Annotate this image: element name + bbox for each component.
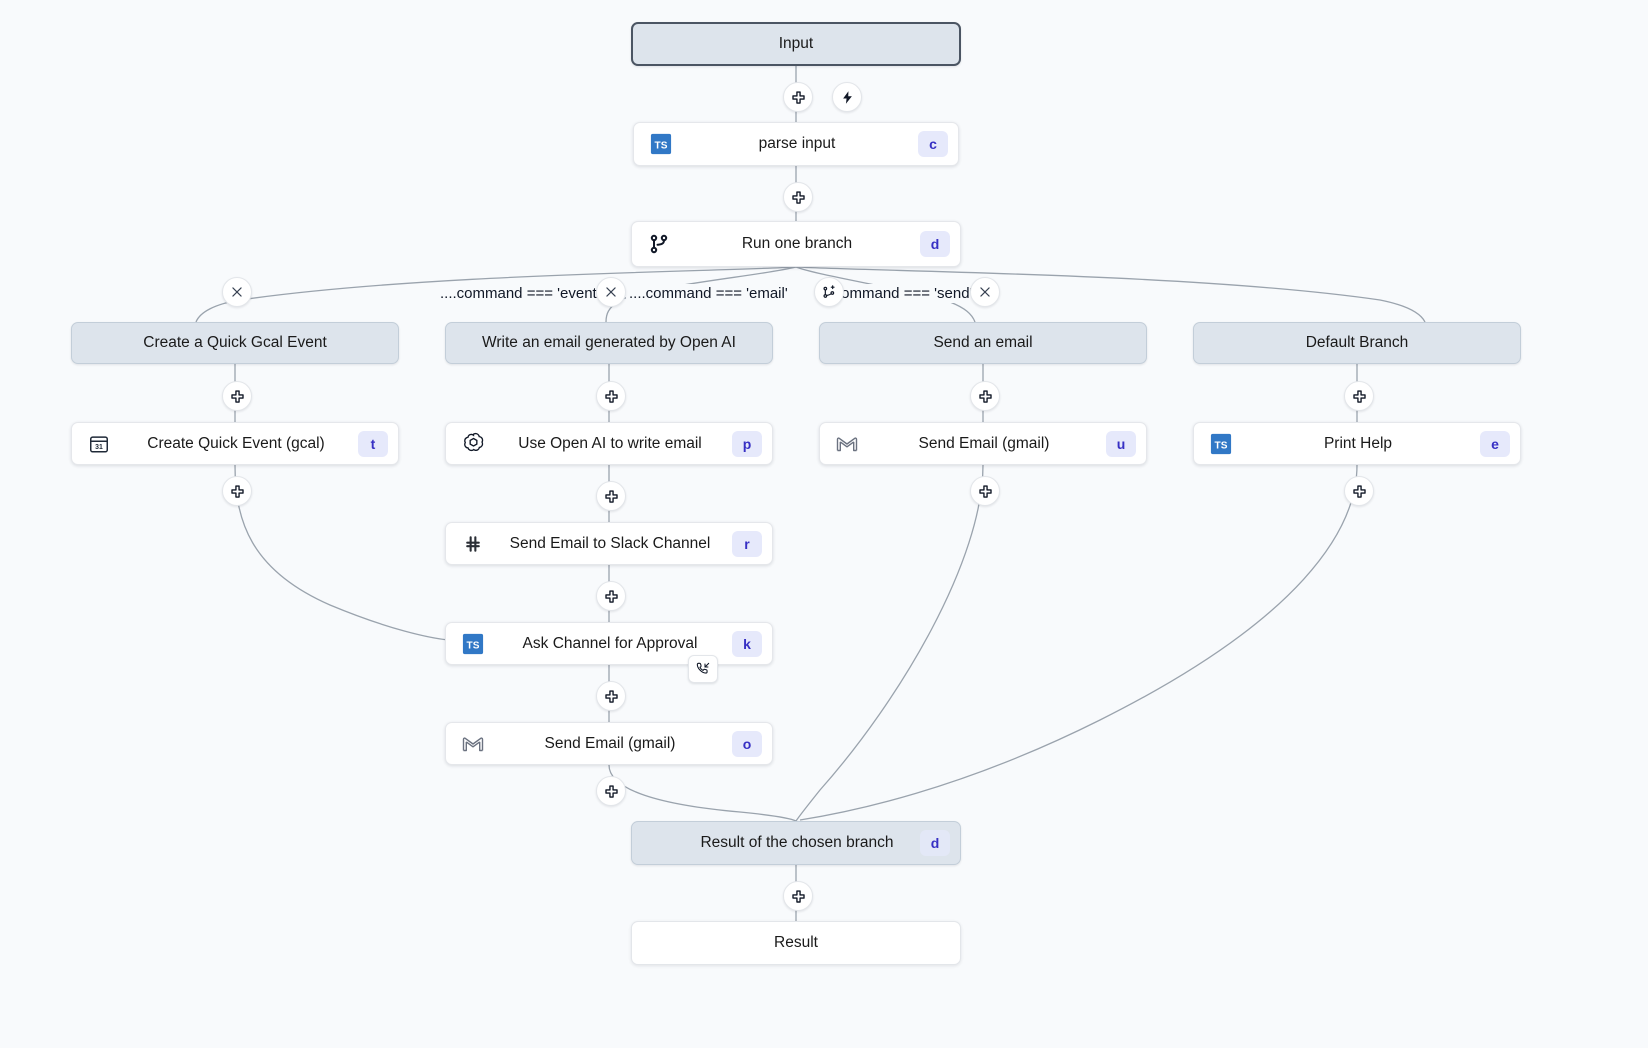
svg-text:TS: TS	[467, 640, 480, 651]
add-step-after-slack[interactable]	[596, 581, 626, 611]
add-step-after-gmail-u[interactable]	[970, 476, 1000, 506]
remove-branch-send[interactable]	[970, 277, 1000, 307]
node-create-quick-event[interactable]: 31 Create Quick Event (gcal) t	[71, 422, 399, 465]
calendar-icon: 31	[84, 429, 114, 459]
node-send-email-slack[interactable]: Send Email to Slack Channel r	[445, 522, 773, 565]
node-create-quick-event-label: Create Quick Event (gcal)	[147, 434, 325, 452]
node-print-help[interactable]: TS Print Help e	[1193, 422, 1521, 465]
node-create-quick-event-key[interactable]: t	[358, 430, 388, 457]
node-send-email-gmail-u-label: Send Email (gmail)	[918, 434, 1050, 452]
node-branch-send-email-label: Send an email	[933, 334, 1033, 351]
add-branch-icon-button[interactable]	[814, 277, 844, 307]
node-use-openai[interactable]: Use Open AI to write email p	[445, 422, 773, 465]
node-send-email-gmail-u-key[interactable]: u	[1106, 430, 1136, 457]
svg-text:TS: TS	[655, 141, 668, 152]
branch-condition-event: ....command === 'event'	[437, 284, 603, 303]
add-step-before-result[interactable]	[783, 881, 813, 911]
svg-text:31: 31	[95, 444, 103, 451]
add-step-after-gmail-o[interactable]	[596, 776, 626, 806]
add-step-parse-to-branch[interactable]	[783, 182, 813, 212]
remove-branch-email[interactable]	[596, 277, 626, 307]
branch-condition-send: ....command === 'send'	[814, 284, 976, 303]
node-parse-input-label: parse input	[758, 135, 836, 152]
typescript-icon: TS	[646, 129, 676, 159]
node-branch-gcal-label: Create a Quick Gcal Event	[143, 334, 327, 351]
slack-icon	[458, 529, 488, 559]
node-use-openai-key[interactable]: p	[732, 430, 762, 457]
node-send-email-gmail-u[interactable]: Send Email (gmail) u	[819, 422, 1147, 465]
add-step-input-to-parse[interactable]	[783, 82, 813, 112]
node-branch-create-gcal-event[interactable]: Create a Quick Gcal Event	[71, 322, 399, 364]
node-input-label: Input	[778, 35, 814, 52]
add-step-after-create-event[interactable]	[222, 476, 252, 506]
node-send-email-gmail-o-label: Send Email (gmail)	[544, 734, 676, 752]
node-send-email-gmail-o-key[interactable]: o	[732, 730, 762, 757]
gmail-icon	[458, 729, 488, 759]
add-step-after-print-help[interactable]	[1344, 476, 1374, 506]
node-send-email-slack-key[interactable]: r	[732, 530, 762, 557]
node-print-help-key[interactable]: e	[1480, 430, 1510, 457]
node-result-chosen-branch-key[interactable]: d	[920, 830, 950, 856]
node-result-of-chosen-branch[interactable]: Result of the chosen branch d	[631, 821, 961, 865]
node-branch-write-email-label: Write an email generated by Open AI	[482, 334, 736, 351]
node-result-chosen-branch-label: Result of the chosen branch	[700, 834, 894, 851]
branch-icon	[644, 229, 674, 259]
typescript-icon: TS	[458, 629, 488, 659]
node-result-label: Result	[774, 934, 818, 951]
node-branch-default[interactable]: Default Branch	[1193, 322, 1521, 364]
node-print-help-label: Print Help	[1323, 434, 1393, 452]
node-result[interactable]: Result	[631, 921, 961, 965]
node-branch-default-label: Default Branch	[1305, 334, 1409, 351]
node-run-one-branch[interactable]: Run one branch d	[631, 221, 961, 267]
node-ask-channel-approval-label: Ask Channel for Approval	[522, 634, 698, 652]
add-step-after-approval[interactable]	[596, 681, 626, 711]
node-input[interactable]: Input	[631, 22, 961, 66]
node-branch-send-email[interactable]: Send an email	[819, 322, 1147, 364]
node-ask-channel-approval[interactable]: TS Ask Channel for Approval k	[445, 622, 773, 665]
openai-icon	[458, 429, 488, 459]
add-step-after-openai[interactable]	[596, 481, 626, 511]
node-send-email-slack-label: Send Email to Slack Channel	[509, 534, 711, 552]
add-step-default-branch[interactable]	[1344, 381, 1374, 411]
typescript-icon: TS	[1206, 429, 1236, 459]
trigger-bolt-button[interactable]	[832, 82, 862, 112]
node-run-one-branch-key[interactable]: d	[920, 231, 950, 257]
remove-branch-gcal[interactable]	[222, 277, 252, 307]
gmail-icon	[832, 429, 862, 459]
node-parse-input-key[interactable]: c	[918, 131, 948, 157]
node-branch-write-email[interactable]: Write an email generated by Open AI	[445, 322, 773, 364]
add-step-send-branch[interactable]	[970, 381, 1000, 411]
node-parse-input[interactable]: TS parse input c	[633, 122, 959, 166]
node-run-one-branch-label: Run one branch	[741, 235, 853, 252]
node-use-openai-label: Use Open AI to write email	[518, 434, 702, 452]
node-send-email-gmail-o[interactable]: Send Email (gmail) o	[445, 722, 773, 765]
add-step-email-branch[interactable]	[596, 381, 626, 411]
svg-text:TS: TS	[1215, 440, 1228, 451]
node-ask-channel-approval-key[interactable]: k	[732, 630, 762, 657]
approval-callback-badge[interactable]	[688, 655, 718, 683]
add-step-gcal-branch[interactable]	[222, 381, 252, 411]
branch-condition-email: ....command === 'email'	[626, 284, 791, 303]
